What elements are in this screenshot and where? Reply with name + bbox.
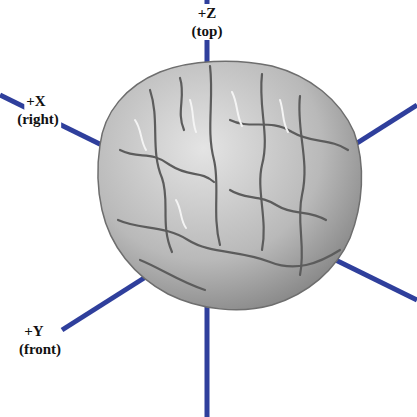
- axis-label: +Y: [22, 322, 45, 340]
- axis-label: +X: [24, 92, 47, 110]
- axis-label: (right): [15, 110, 61, 128]
- brain-highlights: [135, 92, 288, 228]
- axis-label: (front): [17, 340, 63, 358]
- axis-label: +Z: [196, 4, 219, 22]
- axis-label: (top): [190, 22, 225, 40]
- brain-outline: [98, 61, 362, 310]
- brain-sulci: [118, 66, 348, 290]
